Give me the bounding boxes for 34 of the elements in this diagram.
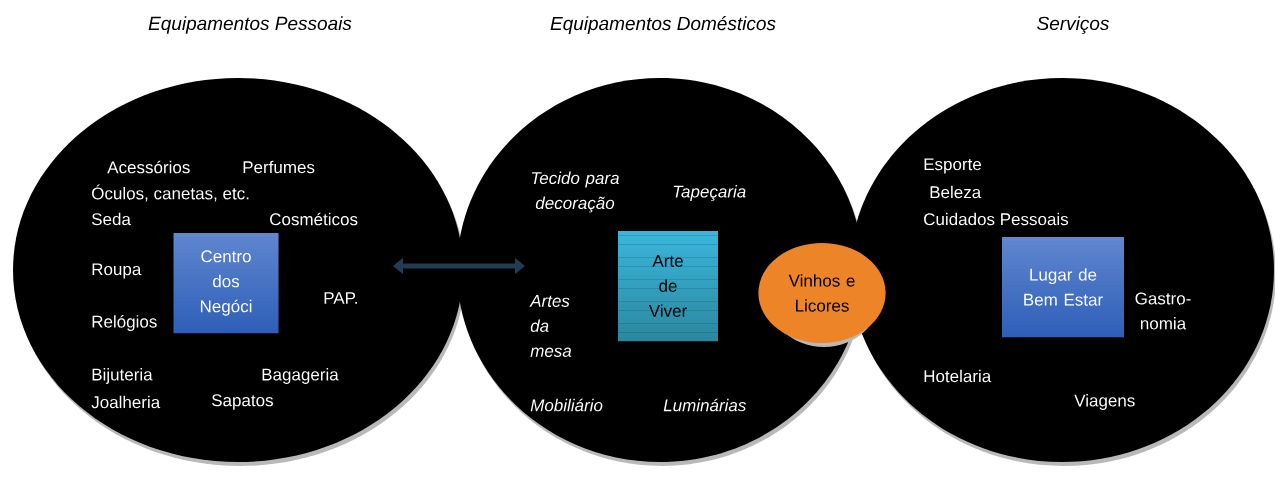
item-label: Bagageria — [262, 368, 339, 384]
category-heading: Serviços — [1037, 16, 1110, 34]
item-label: Bijuteria — [92, 368, 153, 384]
item-label: Roupa — [92, 263, 142, 279]
concept-box: Centro dos Negóci — [173, 233, 279, 334]
item-label: Tapeçaria — [673, 185, 746, 201]
category-heading: Equipamentos Domésticos — [550, 16, 776, 34]
item-label: Relógios — [92, 314, 157, 331]
item-label: Cosméticos — [270, 212, 358, 226]
item-label: Viagens — [1074, 394, 1135, 410]
item-label: PAP. — [324, 292, 357, 304]
concept-box: Lugar de Bem Estar — [1002, 237, 1124, 338]
item-label: Beleza — [930, 185, 982, 199]
category-heading: Equipamentos Pessoais — [148, 16, 352, 34]
item-label: Luminárias — [663, 398, 746, 412]
node-label: Arte — [652, 255, 683, 267]
item-label: Gastro- nomia — [1135, 292, 1191, 330]
node-label: Lugar de Bem Estar — [1024, 268, 1103, 306]
item-label: Seda — [92, 212, 131, 226]
item-label: Óculos, canetas, etc. — [92, 184, 249, 202]
item-label: Perfumes — [243, 160, 315, 174]
concept-box: Arte de Viver — [618, 231, 718, 342]
item-label: Sapatos — [212, 394, 273, 410]
item-label: Cuidados Pessoais — [924, 212, 1069, 226]
item-label: Hotelaria — [924, 369, 992, 383]
item-label: Tecido para decoração — [531, 171, 619, 213]
item-label: Acessórios — [107, 160, 190, 174]
item-label: Esporte — [924, 158, 982, 174]
node-label: de Viver — [648, 279, 687, 317]
node-label: Centro dos Negóci — [200, 250, 252, 316]
item-label: Artes da mesa — [529, 295, 572, 357]
item-label: Mobiliário — [530, 398, 603, 412]
item-label: Joalheria — [91, 395, 161, 409]
double-arrow — [393, 257, 525, 275]
